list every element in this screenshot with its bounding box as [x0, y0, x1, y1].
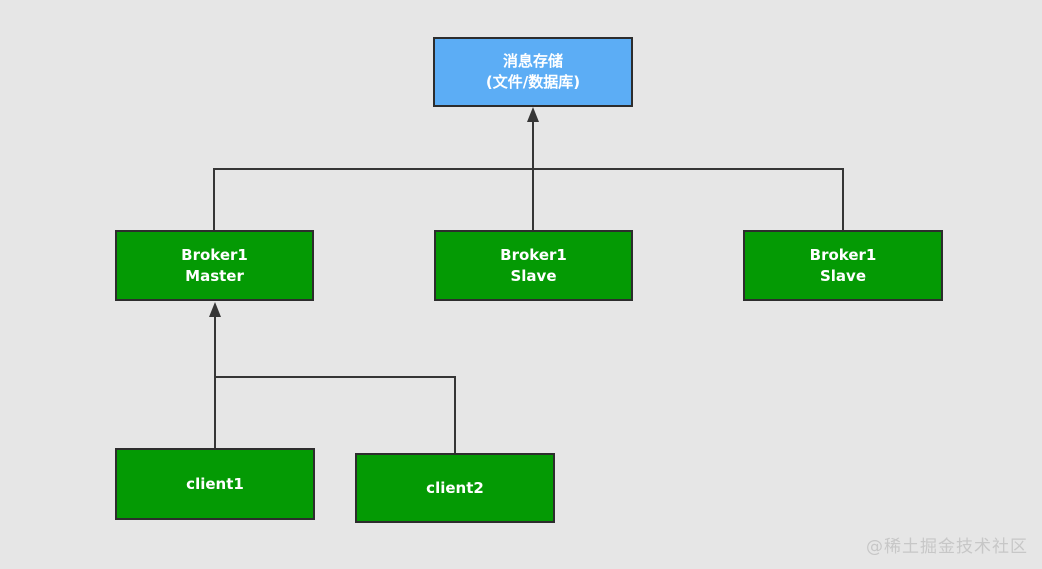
- connector-brokers-horizontal: [213, 168, 844, 170]
- client1-node: client1: [115, 448, 315, 520]
- connector-slave2-to-bus: [842, 168, 844, 230]
- broker-master-label-line1: Broker1: [181, 245, 248, 264]
- broker-master-label-line2: Master: [185, 266, 244, 285]
- client2-label: client2: [426, 478, 484, 497]
- storage-node-label-line2: (文件/数据库): [485, 73, 581, 91]
- connector-master-to-bus: [213, 168, 215, 230]
- broker-slave2-label-line1: Broker1: [809, 245, 877, 264]
- storage-node-label-line1: 消息存储: [502, 52, 563, 70]
- broker-slave1-label-line2: Slave: [510, 266, 557, 285]
- broker-slave2-node: Broker1 Slave: [743, 230, 943, 301]
- broker-master-node: Broker1 Master: [115, 230, 314, 301]
- client1-label: client1: [186, 474, 244, 493]
- arrow-up-icon: [209, 302, 221, 317]
- connector-client2-to-bus: [454, 376, 456, 453]
- broker-slave1-node: Broker1 Slave: [434, 230, 633, 301]
- broker-slave2-label-line2: Slave: [819, 266, 867, 285]
- broker-slave1-label-line1: Broker1: [500, 245, 567, 264]
- storage-node: 消息存储 (文件/数据库): [433, 37, 633, 107]
- connector-slave1-to-storage: [532, 118, 534, 230]
- client2-node: client2: [355, 453, 555, 523]
- connector-client1-to-master: [214, 315, 216, 448]
- watermark: @稀土掘金技术社区: [866, 537, 1028, 557]
- connector-clients-horizontal: [214, 376, 456, 378]
- arrow-up-icon: [527, 107, 539, 122]
